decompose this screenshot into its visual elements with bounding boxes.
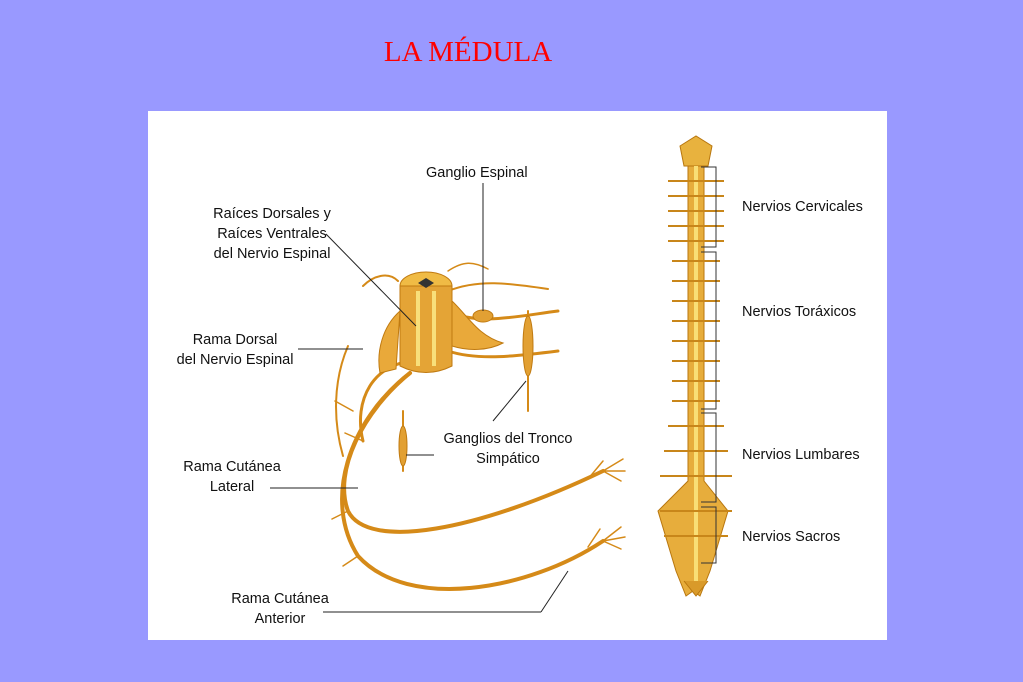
label-rama-cutanea-anterior-line2: Anterior: [254, 611, 306, 627]
label-ganglios-tronco-line1: Ganglios del Tronco: [443, 431, 573, 447]
spinal-cord-segment: [378, 271, 534, 467]
region-brackets: [701, 166, 717, 564]
label-rama-dorsal-line2: del Nervio Espinal: [176, 352, 294, 368]
label-nervios-lumbares: Nervios Lumbares: [742, 447, 860, 463]
label-rama-cutanea-lateral-line1: Rama Cutánea: [183, 459, 281, 475]
label-ganglios-tronco-line2: Simpático: [476, 451, 540, 467]
label-raices-line2: Raíces Ventrales: [217, 226, 327, 242]
slide-title: LA MÉDULA: [383, 36, 553, 68]
label-nervios-toraxicos: Nervios Toráxicos: [742, 304, 857, 320]
spinal-column-illustration: [657, 135, 732, 597]
label-ganglio-espinal: Ganglio Espinal: [426, 165, 528, 181]
diagram-panel: Ganglio Espinal Raíces Dorsales y Raíces…: [148, 111, 887, 640]
label-rama-dorsal-line1: Rama Dorsal: [192, 332, 278, 348]
label-rama-cutanea-lateral: Rama Cutánea Lateral: [170, 457, 294, 497]
leader-lines: [270, 183, 569, 613]
label-rama-cutanea-anterior: Rama Cutánea Anterior: [218, 589, 342, 629]
label-rama-dorsal: Rama Dorsal del Nervio Espinal: [162, 330, 308, 370]
label-rama-cutanea-lateral-line2: Lateral: [209, 479, 255, 495]
label-raices: Raíces Dorsales y Raíces Ventrales del N…: [182, 204, 362, 264]
label-nervios-cervicales: Nervios Cervicales: [742, 199, 863, 215]
spinal-nerve-illustration: [270, 135, 732, 613]
label-raices-line3: del Nervio Espinal: [213, 246, 331, 262]
label-ganglios-tronco: Ganglios del Tronco Simpático: [428, 429, 588, 469]
label-rama-cutanea-anterior-line1: Rama Cutánea: [231, 591, 329, 607]
label-raices-line1: Raíces Dorsales y: [213, 206, 331, 222]
label-nervios-sacros: Nervios Sacros: [742, 529, 841, 545]
